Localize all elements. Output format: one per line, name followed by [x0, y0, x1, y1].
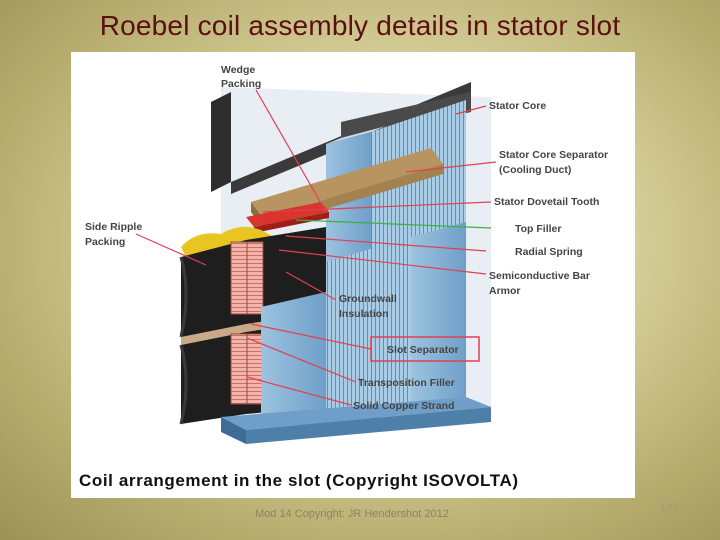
label-semiconductive-line1: Semiconductive Bar: [489, 270, 590, 282]
label-core-separator-line2: (Cooling Duct): [499, 164, 571, 176]
stator-base: [221, 397, 491, 444]
label-top-filler: Top Filler: [515, 223, 561, 235]
label-semiconductive-line2: Armor: [489, 285, 521, 297]
label-dovetail-tooth: Stator Dovetail Tooth: [494, 196, 599, 208]
label-stator-core: Stator Core: [489, 100, 546, 112]
leader-lines: [135, 89, 497, 406]
label-slot-separator: Slot Separator: [387, 344, 459, 356]
label-core-separator-line1: Stator Core Separator: [499, 149, 608, 161]
label-groundwall-line2: Insulation: [339, 308, 389, 320]
coil-diagram-svg: Wedge Packing Stator Core Stator Core Se…: [79, 64, 608, 490]
coil-diagram: Wedge Packing Stator Core Stator Core Se…: [71, 52, 635, 498]
top-filler: [246, 202, 329, 233]
label-solid-copper-strand: Solid Copper Strand: [353, 400, 455, 412]
slide-footer: Mod 14 Copyright: JR Hendershot 2012: [255, 508, 449, 520]
label-side-ripple-line2: Packing: [85, 236, 125, 248]
label-radial-spring: Radial Spring: [515, 246, 583, 258]
label-wedge-packing-line1: Wedge: [221, 64, 255, 76]
upper-copper-strands: [230, 241, 264, 315]
label-side-ripple-line1: Side Ripple: [85, 221, 142, 233]
slide-title: Roebel coil assembly details in stator s…: [99, 10, 621, 41]
figure-caption: Coil arrangement in the slot (Copyright …: [79, 471, 519, 490]
page-number: 142: [660, 502, 679, 514]
label-groundwall-line1: Groundwall: [339, 293, 397, 305]
label-transposition-filler: Transposition Filler: [358, 377, 455, 389]
lower-copper-strands: [230, 333, 264, 405]
label-wedge-packing-line2: Packing: [221, 78, 261, 90]
